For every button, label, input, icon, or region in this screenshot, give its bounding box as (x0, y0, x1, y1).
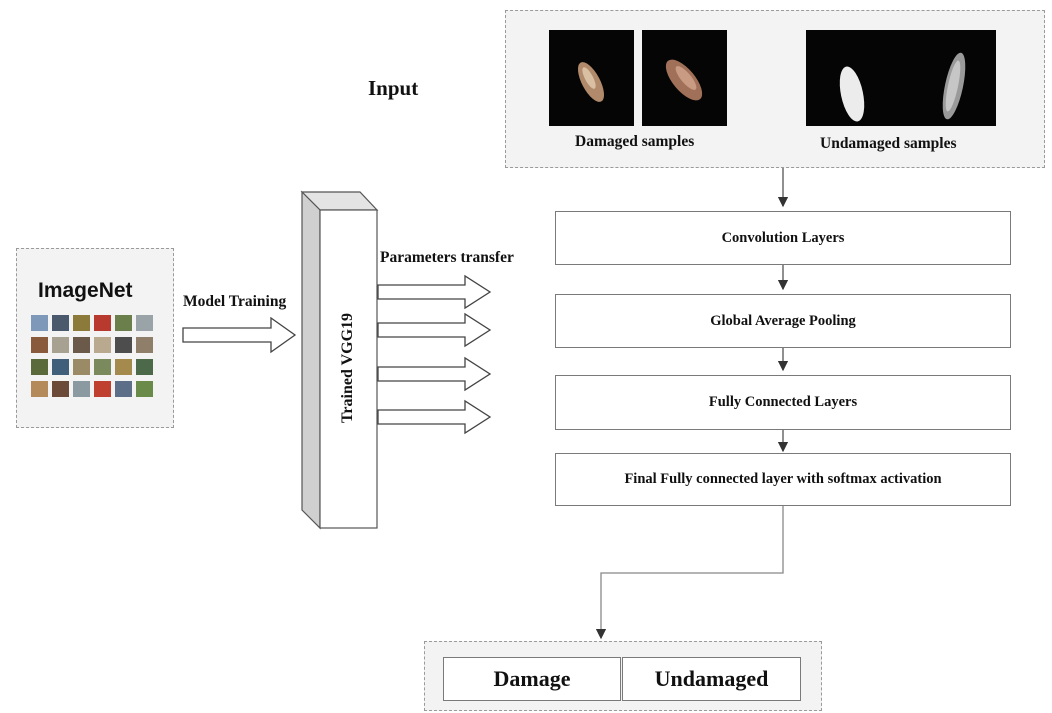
imagenet-thumbnail (94, 315, 111, 331)
damaged-sample-image-2 (642, 30, 727, 126)
imagenet-thumbnail (94, 337, 111, 353)
param-transfer-arrow-2 (377, 312, 492, 348)
imagenet-thumbnail (94, 359, 111, 375)
imagenet-thumbnail (31, 337, 48, 353)
global-average-pooling-box: Global Average Pooling (555, 294, 1011, 348)
imagenet-thumbnail (52, 359, 69, 375)
imagenet-thumbnail (136, 337, 153, 353)
damaged-samples-label: Damaged samples (575, 133, 695, 150)
imagenet-thumbnail (52, 337, 69, 353)
input-title: Input (368, 76, 419, 100)
damage-output-box: Damage (443, 657, 621, 701)
vgg-slab-front (319, 209, 378, 529)
vgg-slab-side (301, 190, 321, 530)
parameters-transfer-label: Parameters transfer (380, 249, 514, 266)
imagenet-thumbnail (136, 381, 153, 397)
imagenet-thumbnail (115, 315, 132, 331)
imagenet-thumbnail (115, 381, 132, 397)
imagenet-thumbnail (73, 359, 90, 375)
imagenet-thumbnail-grid (31, 315, 153, 403)
imagenet-thumbnail (52, 381, 69, 397)
imagenet-thumbnail (94, 381, 111, 397)
imagenet-title: ImageNet (38, 279, 133, 302)
damaged-sample-image-1 (549, 30, 634, 126)
param-transfer-arrow-3 (377, 356, 492, 392)
param-transfer-arrow-1 (377, 274, 492, 310)
convolution-layers-box: Convolution Layers (555, 211, 1011, 265)
undamaged-samples-label: Undamaged samples (820, 135, 957, 152)
param-transfer-arrow-4 (377, 399, 492, 435)
imagenet-thumbnail (136, 359, 153, 375)
imagenet-thumbnail (73, 381, 90, 397)
final-softmax-layer-box: Final Fully connected layer with softmax… (555, 453, 1011, 506)
imagenet-thumbnail (115, 337, 132, 353)
imagenet-thumbnail (31, 381, 48, 397)
imagenet-thumbnail (73, 315, 90, 331)
vgg19-label: Trained VGG19 (339, 312, 356, 424)
imagenet-thumbnail (136, 315, 153, 331)
model-training-arrow (182, 316, 297, 354)
final-to-output-connector (595, 506, 784, 640)
undamaged-sample-image (806, 30, 996, 126)
imagenet-thumbnail (31, 359, 48, 375)
imagenet-thumbnail (52, 315, 69, 331)
model-training-label: Model Training (183, 293, 287, 310)
imagenet-thumbnail (115, 359, 132, 375)
imagenet-thumbnail (31, 315, 48, 331)
fully-connected-layers-box: Fully Connected Layers (555, 375, 1011, 430)
undamaged-output-box: Undamaged (622, 657, 801, 701)
imagenet-thumbnail (73, 337, 90, 353)
